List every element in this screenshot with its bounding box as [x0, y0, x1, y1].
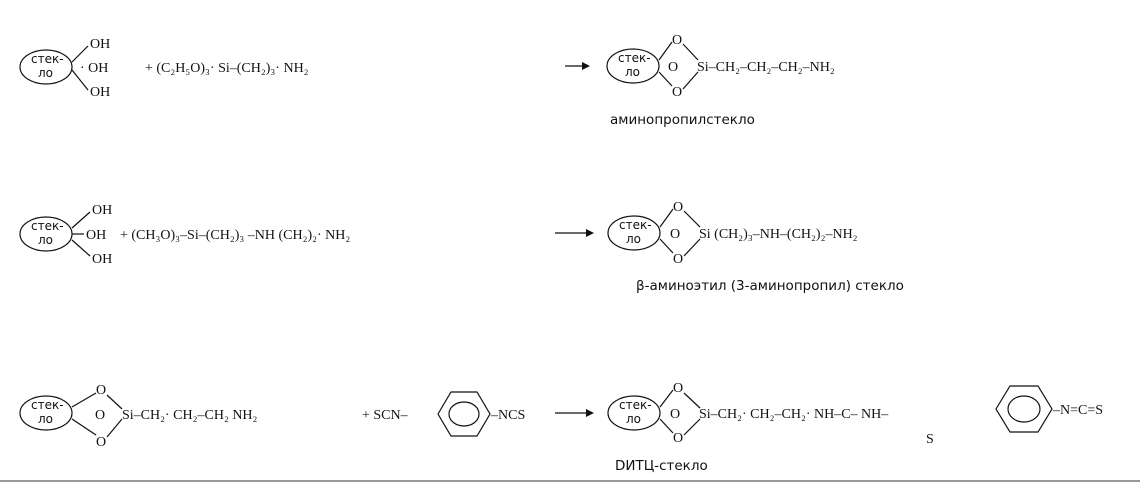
- row2-product-glass: стек- ло O O O Si (CH₂)₃–NH–(CH₂)₂–NH₂: [607, 200, 858, 267]
- row1-product-glass: стек- ло O O O Si–CH₂–CH₂–CH₂–NH₂: [606, 33, 835, 100]
- glass-oval: [607, 395, 661, 431]
- oxygen-mid: O: [670, 407, 680, 422]
- oxygen-mid: O: [95, 408, 105, 423]
- hydroxyl-top: OH: [90, 37, 110, 52]
- hydroxyl-mid: OH: [86, 228, 106, 243]
- glass-oval: [607, 215, 661, 251]
- row1-reactant-glass: стек- ло OH · OH OH: [19, 37, 110, 100]
- oxygen-top: O: [96, 383, 106, 398]
- row3-product-glass: стек- ло O O O Si–CH₂· CH₂–CH₂· NH–C– NH…: [607, 381, 889, 446]
- row2-arrow: [555, 229, 594, 237]
- row3-arrow: [555, 409, 594, 417]
- oxygen-bottom: O: [673, 252, 683, 267]
- hydroxyl-top: OH: [92, 203, 112, 218]
- row1-arrow: [565, 62, 590, 70]
- isothiocyanate-end-group: –N=C=S: [1052, 403, 1103, 418]
- glass-label-top: стек-: [618, 51, 651, 65]
- product-chain: Si–CH₂–CH₂–CH₂–NH₂: [697, 60, 835, 75]
- glass-label-top: стек-: [619, 398, 652, 412]
- oxygen-top: O: [672, 33, 682, 48]
- oxygen-mid: O: [670, 227, 680, 242]
- benzene-ring-reagent: [437, 391, 491, 437]
- glass-label-top: стек-: [619, 218, 652, 232]
- glass-label-bottom: ло: [38, 66, 53, 80]
- row1-caption: аминопропилстекло: [610, 112, 755, 128]
- glass-label-bottom: ло: [626, 232, 641, 246]
- oxygen-bottom: O: [96, 435, 106, 450]
- oxygen-bottom: O: [672, 85, 682, 100]
- oxygen-top: O: [673, 381, 683, 396]
- glass-label-top: стек-: [31, 398, 64, 412]
- glass-label-bottom: ло: [626, 412, 641, 426]
- silane-chain: Si–CH₂· CH₂–CH₂ NH₂: [122, 408, 258, 423]
- bond: [71, 69, 89, 91]
- row2-caption: β-аминоэтил (3-аминопропил) стекло: [636, 278, 904, 294]
- product-chain: Si (CH₂)₃–NH–(CH₂)₂–NH₂: [699, 227, 858, 242]
- hydroxyl-mid: · OH: [80, 61, 108, 76]
- row2-reagent: + (CH₃O)₃–Si–(CH₂)₃ –NH (CH₂)₂· NH₂: [120, 228, 350, 243]
- glass-oval: [19, 49, 73, 85]
- glass-label-bottom: ло: [625, 65, 640, 79]
- benzene-ring-product: [995, 385, 1053, 433]
- oxygen-mid: O: [668, 60, 678, 75]
- oxygen-bottom: O: [673, 431, 683, 446]
- bond: [71, 45, 89, 63]
- glass-label-top: стек-: [31, 219, 64, 233]
- glass-label-bottom: ло: [38, 412, 53, 426]
- glass-oval: [19, 395, 73, 431]
- isothiocyanate-group: –NCS: [490, 408, 525, 423]
- glass-label-top: стек-: [31, 52, 64, 66]
- thiourea-sulfur: S: [926, 432, 934, 447]
- product-chain: Si–CH₂· CH₂–CH₂· NH–C– NH–: [699, 407, 889, 422]
- glass-oval: [606, 48, 660, 84]
- row1-reagent: + (C₂H₅O)₃· Si–(CH₂)₃· NH₂: [145, 61, 309, 76]
- glass-label-bottom: ло: [38, 233, 53, 247]
- row3-caption: DИТЦ-стекло: [615, 458, 708, 474]
- row2-reactant-glass: стек- ло OH OH OH: [19, 203, 112, 267]
- oxygen-top: O: [673, 200, 683, 215]
- reagent-prefix: + SCN–: [362, 408, 409, 423]
- hydroxyl-bottom: OH: [90, 85, 110, 100]
- row3-reactant-glass: стек- ло O O O Si–CH₂· CH₂–CH₂ NH₂: [19, 383, 258, 450]
- hydroxyl-bottom: OH: [92, 252, 112, 267]
